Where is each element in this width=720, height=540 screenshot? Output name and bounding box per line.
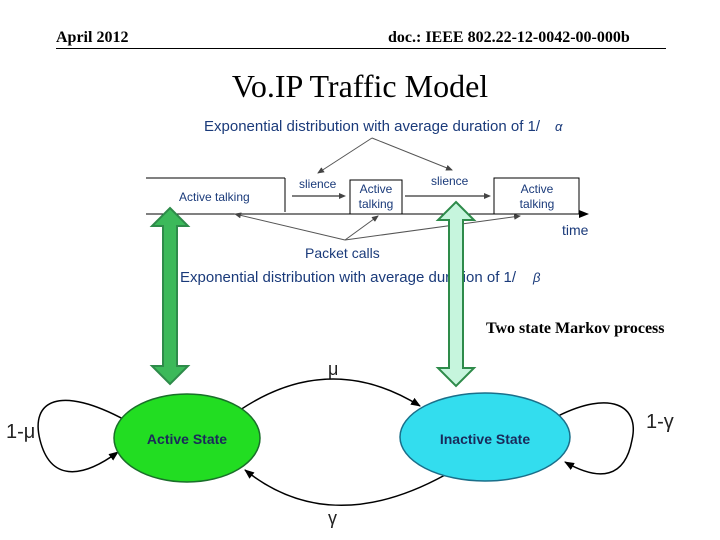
active-2-line2: talking [359,197,394,211]
packet-connector-2 [344,215,379,241]
alpha-symbol: α [555,119,563,134]
inactive-state-node [399,392,571,482]
active-talking-label-1: Active talking [179,190,250,204]
bottom-caption: Exponential distribution with average du… [180,269,517,286]
packet-connector-1 [234,212,346,241]
silence-label-1: slience [299,177,337,191]
active-segment-3 [493,177,580,215]
active-3-line1: Active [521,182,554,196]
one-minus-mu-label: 1-μ [6,421,35,443]
active-state-label: Active State [147,431,227,447]
slide-title: Vo.IP Traffic Model [231,68,489,104]
top-caption-connector-right [371,137,453,171]
one-minus-gamma-label: 1-γ [646,411,674,433]
header-date: April 2012 [56,29,129,46]
self-loop-inactive [557,402,634,475]
markov-diagram: Active State Inactive State μ γ 1-μ 1-γ [6,359,674,528]
mu-transition [239,378,421,411]
active-state-node [113,393,261,483]
header-doc-id: doc.: IEEE 802.22-12-0042-00-000b [388,29,630,46]
silence-label-2: slience [431,174,469,188]
link-arrow-active [149,206,191,386]
packet-connector-3 [344,213,521,241]
mu-label: μ [328,359,338,379]
link-arrow-inactive [435,200,477,388]
markov-process-label: Two state Markov process [486,320,665,337]
top-caption-connector-left [317,137,373,174]
beta-symbol: β [532,270,541,285]
self-loop-active [37,399,126,473]
active-2-line1: Active [360,182,393,196]
top-caption: Exponential distribution with average du… [204,118,541,135]
header-rule [56,48,666,49]
gamma-label: γ [328,508,337,528]
packet-calls-label: Packet calls [305,245,380,261]
inactive-state-label: Inactive State [440,431,530,447]
gamma-transition [244,469,446,506]
time-label: time [562,222,589,238]
active-3-line2: talking [520,197,555,211]
timeline-diagram: Exponential distribution with average du… [146,118,589,286]
